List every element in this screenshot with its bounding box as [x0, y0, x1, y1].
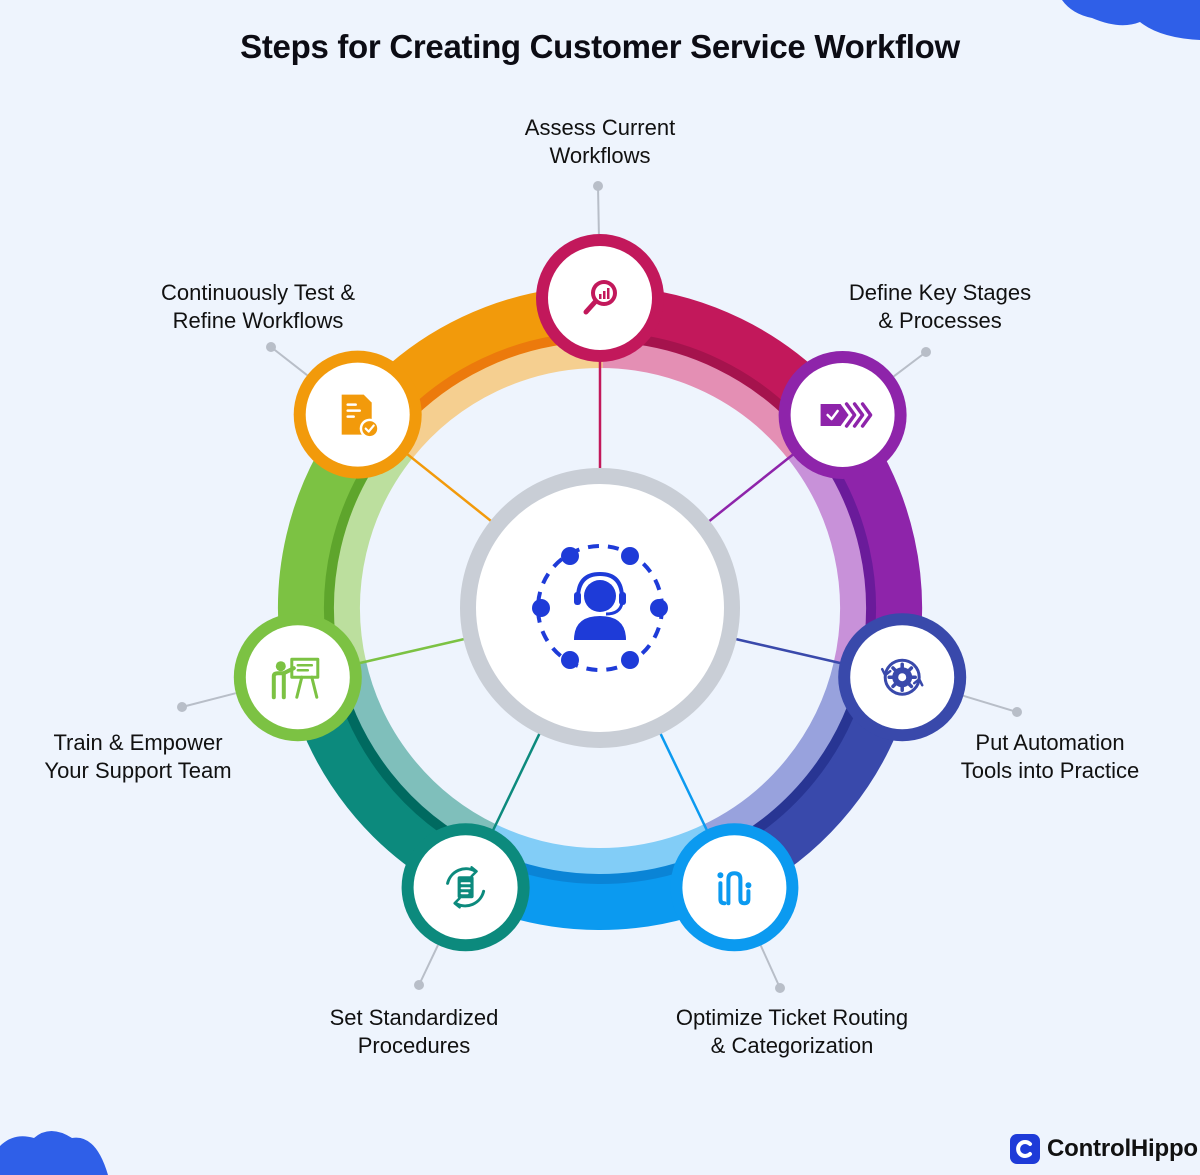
- guide-line: [418, 944, 439, 986]
- spoke-line: [708, 452, 795, 523]
- step-node: [233, 613, 362, 742]
- step-label-define: Define Key Stages & Processes: [848, 280, 1032, 333]
- stage-arrows-icon: [820, 402, 873, 428]
- spoke-line: [735, 637, 842, 665]
- step-label-continuous: Continuously Test & Refine Workflows: [160, 280, 356, 333]
- guide-line: [181, 692, 237, 708]
- guide-dot: [593, 181, 603, 191]
- magnifier-chart-icon: [583, 280, 617, 315]
- checklist-document-icon: [341, 394, 380, 439]
- brand-name: ControlHippo: [1047, 1135, 1198, 1162]
- document-cycle-icon: [446, 866, 486, 909]
- guide-dot: [177, 702, 187, 712]
- spoke-line: [405, 452, 493, 523]
- corner-cloud-decoration-top: [1062, 0, 1200, 40]
- spoke-line: [358, 637, 465, 665]
- spoke-line: [491, 732, 541, 833]
- step-label-assess: Assess Current Workflows: [524, 115, 676, 168]
- guide-line: [597, 185, 600, 235]
- step-node: [401, 823, 530, 952]
- step-label-routing: Optimize Ticket Routing & Categorization: [675, 1005, 909, 1058]
- step-node: [536, 234, 664, 362]
- brand-logo: ControlHippo: [1010, 1132, 1198, 1166]
- guide-dot: [1012, 707, 1022, 717]
- step-node: [293, 350, 422, 479]
- step-label-train: Train & Empower Your Support Team: [44, 730, 232, 783]
- page-title: Steps for Creating Customer Service Work…: [240, 28, 960, 65]
- corner-cloud-decoration-bottom: [0, 1131, 108, 1175]
- automation-gear-icon: [880, 658, 924, 696]
- guide-line: [893, 351, 927, 378]
- guide-dot: [266, 342, 276, 352]
- guide-line: [270, 346, 308, 377]
- customer-support-agent-icon: [532, 544, 668, 672]
- guide-dot: [775, 983, 785, 993]
- controlhippo-logo-icon: [1010, 1134, 1040, 1164]
- trainer-board-icon: [271, 657, 320, 700]
- spoke-line: [659, 732, 709, 833]
- step-node: [838, 613, 967, 742]
- step-node: [670, 823, 799, 952]
- guide-dot: [414, 980, 424, 990]
- step-node: [778, 351, 907, 479]
- guide-line: [759, 945, 781, 989]
- step-label-procedures: Set Standardized Procedures: [329, 1005, 499, 1058]
- guide-dot: [921, 347, 931, 357]
- spokes: [358, 360, 842, 833]
- routing-path-icon: [717, 871, 752, 906]
- guide-line: [963, 694, 1018, 713]
- step-label-automation: Put Automation Tools into Practice: [960, 730, 1140, 783]
